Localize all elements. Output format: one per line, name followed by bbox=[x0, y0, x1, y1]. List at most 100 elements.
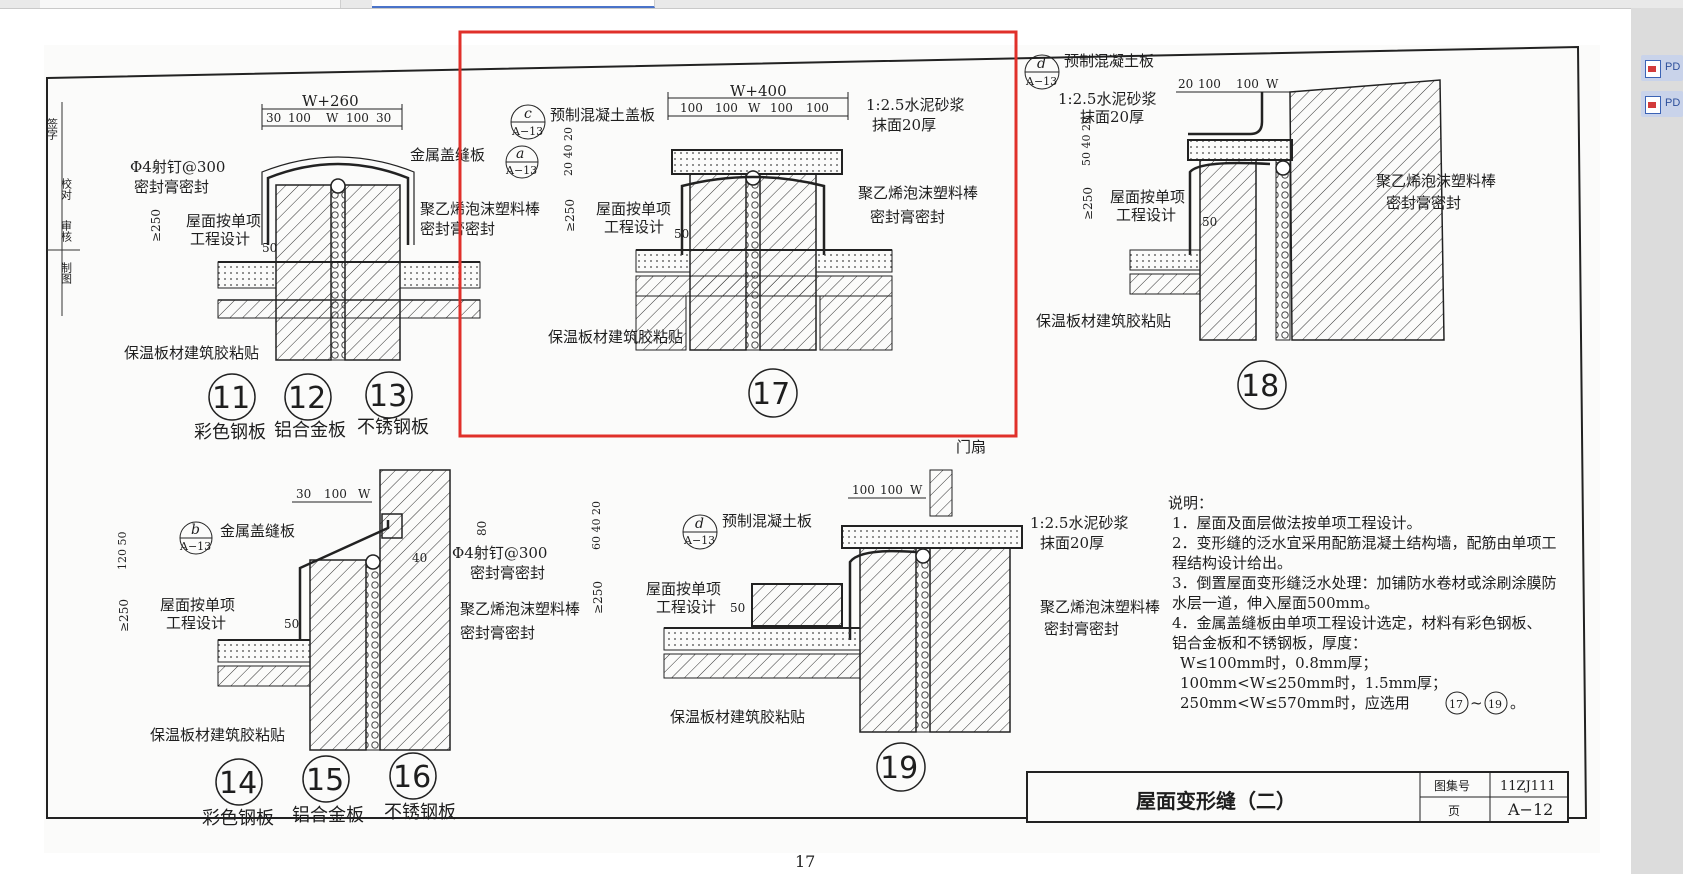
foam-rod-label: 聚乙烯泡沫塑料棒 bbox=[1376, 172, 1496, 190]
ref-sheet: A−13 bbox=[505, 164, 537, 177]
ref-letter: d bbox=[1037, 56, 1046, 72]
material-caption: 彩色钢板 bbox=[194, 422, 266, 443]
insulation-label: 保温板材建筑胶粘贴 bbox=[124, 344, 259, 362]
dim: 100 bbox=[852, 483, 875, 497]
note-line: 1．屋面及面层做法按单项工程设计。 bbox=[1172, 514, 1422, 532]
pdf-tool-button[interactable]: PD bbox=[1641, 91, 1683, 117]
note-tilde: ~ bbox=[1470, 694, 1483, 712]
notes-title: 说明： bbox=[1168, 494, 1213, 512]
door-label: 门扇 bbox=[956, 438, 986, 456]
material-caption: 不锈钢板 bbox=[384, 802, 456, 823]
roof-note: 屋面按单项 bbox=[1110, 188, 1185, 206]
signature-label: 审核 bbox=[60, 219, 73, 243]
pdf-tool-button[interactable]: PD bbox=[1641, 55, 1683, 81]
note-line: 100mm<W≤250mm时，1.5mm厚； bbox=[1180, 674, 1447, 692]
ref-letter: d bbox=[695, 516, 704, 532]
atlas-value: 11ZJ111 bbox=[1500, 779, 1556, 794]
signature-label: 校对 bbox=[60, 177, 73, 200]
detail-number: 13 bbox=[369, 379, 407, 414]
detail-number: 14 bbox=[219, 766, 257, 801]
ref-sheet: A−13 bbox=[1025, 75, 1057, 88]
detail-number: 16 bbox=[393, 760, 431, 795]
foam-rod-label: 聚乙烯泡沫塑料棒 bbox=[420, 200, 540, 218]
dim-width: W+400 bbox=[730, 82, 787, 100]
dim: 100 bbox=[324, 487, 347, 501]
browser-tab[interactable] bbox=[40, 0, 341, 8]
precast-label: 预制混凝土板 bbox=[722, 512, 812, 530]
note-line: W≤100mm时，0.8mm厚； bbox=[1180, 654, 1377, 672]
dim-width: W+260 bbox=[302, 92, 359, 110]
browser-tab-active[interactable] bbox=[372, 0, 655, 8]
ref-letter: c bbox=[524, 106, 532, 122]
detail-17: W+400 100 100 W 100 100 c A−13 预制混凝土盖板 1… bbox=[510, 82, 978, 418]
cover-plate-label: 金属盖缝板 bbox=[220, 522, 295, 540]
insulation-label: 保温板材建筑胶粘贴 bbox=[150, 726, 285, 744]
mortar-label: 抹面20厚 bbox=[1080, 108, 1144, 126]
browser-tab-strip bbox=[0, 0, 1683, 9]
detail-number: 15 bbox=[306, 763, 344, 798]
pdf-tool-label: PD bbox=[1665, 97, 1681, 109]
insulation-label: 保温板材建筑胶粘贴 bbox=[548, 328, 683, 346]
dim: 50 bbox=[1202, 215, 1217, 229]
ref-letter: a bbox=[516, 146, 524, 162]
ref-letter: b bbox=[191, 522, 200, 538]
detail-number: 18 bbox=[1241, 369, 1279, 404]
dim-height: ≥250 bbox=[591, 581, 605, 614]
detail-14-16: 30 100 W 120 50 b A−13 金属盖缝板 80 40 Φ4射钉@… bbox=[116, 469, 580, 829]
sealant-label: 密封膏密封 bbox=[870, 208, 945, 226]
page-value: A−12 bbox=[1507, 800, 1553, 819]
dim: 100 bbox=[715, 101, 738, 115]
dim-height: ≥250 bbox=[117, 599, 131, 632]
dim: 20 bbox=[1178, 77, 1193, 91]
sealant-label: 密封膏密封 bbox=[470, 564, 545, 582]
detail-11-13: W+260 30 100 W 100 30 Φ4射钉@300 密封膏密封 金属盖… bbox=[124, 92, 540, 443]
mortar-label: 1:2.5水泥砂浆 bbox=[1030, 514, 1128, 532]
dim: 30 bbox=[266, 111, 281, 125]
material-caption: 彩色钢板 bbox=[202, 808, 274, 829]
mortar-label: 抹面20厚 bbox=[1040, 534, 1104, 552]
note-line: 水层一道，伸入屋面500mm。 bbox=[1172, 594, 1379, 612]
dim: 100 bbox=[806, 101, 829, 115]
dim: 100 bbox=[1198, 77, 1221, 91]
detail-number: 19 bbox=[880, 751, 918, 786]
note-line: 程结构设计给出。 bbox=[1172, 554, 1292, 572]
detail-number: 12 bbox=[288, 381, 326, 416]
foam-rod-label: 聚乙烯泡沫塑料棒 bbox=[460, 600, 580, 618]
pdf-icon bbox=[1645, 96, 1661, 114]
dim: W bbox=[326, 111, 339, 125]
precast-cover-label: 预制混凝土盖板 bbox=[550, 106, 655, 124]
detail-number: 11 bbox=[212, 381, 250, 416]
roof-note: 屋面按单项 bbox=[186, 212, 261, 230]
detail-18: d A−13 预制混凝土板 20 100 100 W 1:2.5水泥砂浆 抹面2… bbox=[1024, 52, 1496, 410]
foam-rod-label: 聚乙烯泡沫塑料棒 bbox=[858, 184, 978, 202]
construction-drawing: 签字 校对 审核 制图 W+260 30 100 W 100 30 Φ4射钉@3… bbox=[46, 30, 1588, 829]
dim-side: 60 40 20 bbox=[590, 501, 603, 550]
dim: 40 bbox=[412, 551, 427, 565]
mortar-label: 抹面20厚 bbox=[872, 116, 936, 134]
note-ref: 17 bbox=[1449, 698, 1463, 711]
note-line: 铝合金板和不锈钢板，厚度： bbox=[1172, 634, 1367, 652]
roof-note: 工程设计 bbox=[190, 230, 250, 248]
roof-note: 屋面按单项 bbox=[646, 580, 721, 598]
dim: 30 bbox=[296, 487, 311, 501]
insulation-label: 保温板材建筑胶粘贴 bbox=[670, 708, 805, 726]
dim-height: ≥250 bbox=[1081, 187, 1095, 220]
dim: 50 bbox=[730, 601, 745, 615]
dim: 100 bbox=[680, 101, 703, 115]
roof-note: 屋面按单项 bbox=[596, 200, 671, 218]
roof-note: 工程设计 bbox=[1116, 206, 1176, 224]
dim-side: 50 40 20 bbox=[1080, 117, 1093, 166]
note-period: 。 bbox=[1510, 694, 1525, 712]
dim-height: ≥250 bbox=[149, 209, 163, 242]
nail-spec: Φ4射钉@300 bbox=[130, 158, 225, 176]
side-panel: PD PD bbox=[1631, 8, 1683, 874]
mortar-label: 1:2.5水泥砂浆 bbox=[1058, 90, 1156, 108]
note-line: 250mm<W≤570mm时，应选用 bbox=[1180, 694, 1410, 712]
drawing-title: 屋面变形缝（二） bbox=[1136, 789, 1296, 813]
signature-strip: 签字 校对 审核 制图 bbox=[46, 102, 80, 316]
cover-plate-label: 金属盖缝板 bbox=[410, 146, 485, 164]
dim: W bbox=[748, 101, 761, 115]
signature-label: 制图 bbox=[60, 262, 73, 285]
dim: 100 bbox=[880, 483, 903, 497]
note-line: 4．金属盖缝板由单项工程设计选定，材料有彩色钢板、 bbox=[1172, 614, 1542, 632]
